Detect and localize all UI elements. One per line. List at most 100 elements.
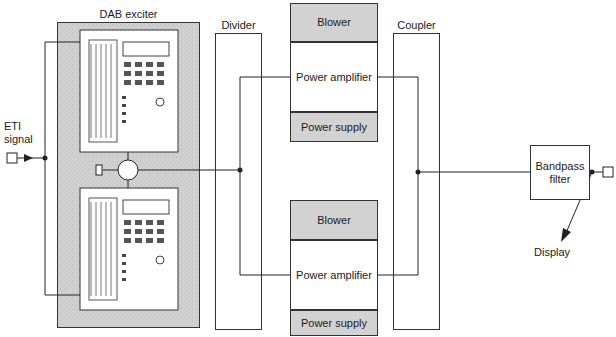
wire [45,42,80,43]
box-heading: Coupler [395,19,438,32]
exciter-key [135,238,142,243]
exciter-key [146,62,153,67]
rack-slot [101,202,102,296]
rack-slot [91,44,92,138]
exciter-led [122,270,126,273]
box-label: Blower [315,16,353,29]
exciter-key [157,62,164,67]
box-label: Power supply [299,317,369,330]
wire [103,170,118,171]
wire [45,295,80,296]
exciter-rack [89,40,117,142]
signal-connector [262,77,290,78]
signal-connector [200,170,215,171]
exciter-key [157,220,164,225]
exciter-knob [156,256,164,264]
wire [128,180,129,188]
wire [418,172,440,173]
exciter-panel: DAB exciter [57,22,200,328]
amplifier-box: Power amplifier [290,42,378,112]
signal-connector [378,275,393,276]
box-label: Blower [315,214,353,227]
output-terminal [603,167,613,177]
amplifier-box: Power amplifier [290,240,378,310]
coupler-box: Coupler [393,33,440,330]
exciter-key [146,71,153,76]
wire [215,170,240,171]
rack-slot [106,44,107,138]
exciter-key [146,229,153,234]
exciter-display [123,42,169,56]
exciter-key [124,238,131,243]
box-heading: Divider [219,19,257,32]
rack-slot [106,202,107,296]
exciter-key [124,220,131,225]
wire [240,77,241,275]
rack-slot [101,44,102,138]
exciter-led [122,120,126,123]
exciter-key [135,62,142,67]
rack-slot [111,44,112,138]
exciter-key [135,229,142,234]
exciter-rack [89,198,117,300]
power-supply-box: Power supply [290,310,378,336]
exciter-key [135,80,142,85]
signal-connector [440,172,530,173]
wire [393,275,418,276]
arrowhead [24,154,33,162]
exciter-key [124,80,131,85]
signal-name: ETI signal [4,120,40,145]
rack-slot [96,44,97,138]
exciter-key [146,80,153,85]
wire [240,77,262,78]
exciter-display [123,200,169,214]
exciter-key [124,229,131,234]
rack-slot [111,202,112,296]
rack-slot [96,202,97,296]
combiner-circle [118,160,138,180]
exciter-key [146,238,153,243]
exciter-key [135,220,142,225]
exciter-led [122,262,126,265]
exciter-key [124,71,131,76]
wire [45,42,46,295]
blower-box: Blower [290,200,378,240]
exciter-led [122,254,126,257]
box-label: Power amplifier [294,269,374,282]
filter-box: Bandpass filter [530,145,590,200]
wire [418,77,419,275]
exciter-panel-fill [57,22,200,328]
exciter-unit [80,188,178,310]
exciter-key [135,71,142,76]
input-terminal [7,153,17,163]
wire [128,152,129,160]
exciter-key [124,62,131,67]
box-heading: DAB exciter [97,8,159,21]
box-label: Power supply [299,121,369,134]
box-label: Bandpass filter [531,160,589,185]
box-label: Power amplifier [294,71,374,84]
exciter-key [157,229,164,234]
signal-connector [378,77,393,78]
wire [240,275,262,276]
exciter-led [122,278,126,281]
resistor-symbol [96,165,102,175]
exciter-key [157,71,164,76]
arrowhead [561,228,571,242]
exciter-unit [80,30,178,152]
exciter-key [146,220,153,225]
wire [393,77,418,78]
divider-box: Divider [215,33,262,330]
signal-connector [262,275,290,276]
rack-slot [91,202,92,296]
power-supply-box: Power supply [290,112,378,142]
wire [138,170,200,171]
exciter-led [122,96,126,99]
exciter-key [157,238,164,243]
exciter-led [122,112,126,115]
exciter-knob [156,98,164,106]
exciter-key [157,80,164,85]
output-label: Display [534,246,594,259]
